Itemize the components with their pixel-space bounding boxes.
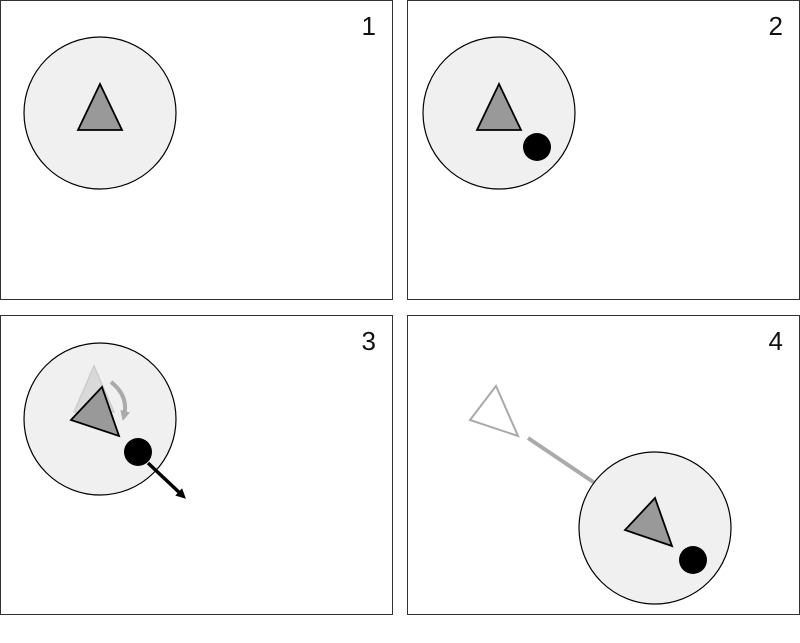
panel-1-diagram <box>23 36 177 190</box>
panel-3: 3 <box>0 315 393 615</box>
rotation-arrow <box>109 380 131 421</box>
panel-4: 4 <box>407 315 800 615</box>
ghost-triangle <box>468 384 520 438</box>
panel-2: 2 <box>407 0 800 300</box>
panel-1: 1 <box>0 0 393 300</box>
panel-number: 4 <box>768 326 783 356</box>
black-dot <box>523 133 551 161</box>
panel-number: 1 <box>361 11 376 41</box>
panel-number: 3 <box>361 326 376 356</box>
gray-triangle <box>76 81 124 131</box>
panel-number: 2 <box>768 11 783 41</box>
panel-3-diagram <box>23 342 186 499</box>
rotated-triangle <box>69 385 121 438</box>
panel-4-diagram <box>468 384 732 605</box>
gray-triangle <box>475 81 523 131</box>
black-dot <box>124 438 152 466</box>
motion-arrow <box>146 461 186 499</box>
black-dot <box>679 546 707 574</box>
panel-2-diagram <box>422 36 576 190</box>
gray-triangle <box>623 496 674 548</box>
